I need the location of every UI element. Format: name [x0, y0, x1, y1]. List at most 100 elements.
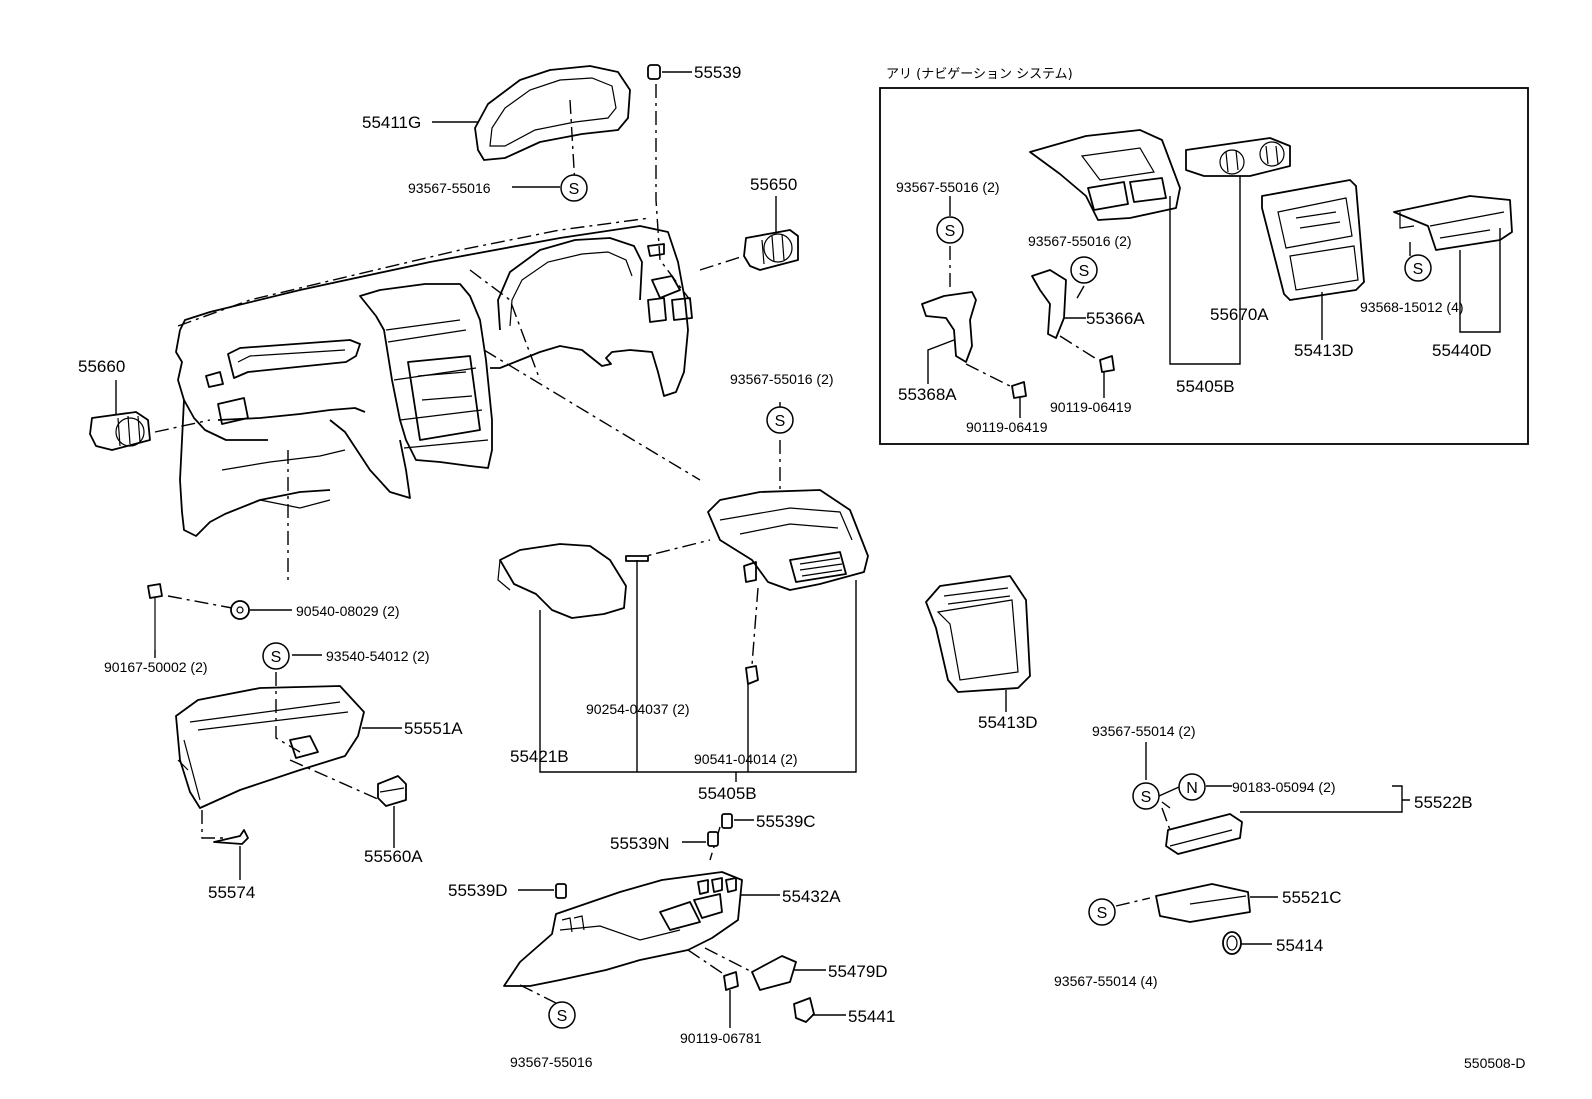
assembly-line-55521c	[1115, 897, 1151, 907]
part-label-55405b: 55405B	[698, 784, 757, 803]
assembly-lines-main	[154, 84, 781, 1006]
svg-text:S: S	[271, 649, 282, 666]
part-label-93567-55014-2: 93567-55014 (2)	[1092, 723, 1196, 739]
bolt-55574	[213, 829, 249, 845]
svg-text:S: S	[569, 181, 580, 198]
part-label-55551a: 55551A	[404, 719, 463, 738]
leader-line-sn	[1158, 786, 1180, 809]
inset-title: アリ (ナビゲーション システム)	[886, 67, 1073, 82]
nav-label: 55670A	[1210, 305, 1269, 324]
cap-55539C	[721, 813, 733, 829]
navigation-inset: アリ (ナビゲーション システム)	[879, 67, 1529, 445]
nav-label: 90119-06419	[1050, 399, 1132, 415]
inset-frame	[879, 87, 1529, 445]
part-label-55411g: 55411G	[362, 113, 421, 132]
part-label-55660: 55660	[78, 357, 125, 376]
screw-symbol-icon: S	[1132, 782, 1160, 810]
part-label-55522b: 55522B	[1414, 793, 1473, 812]
clip-55441	[793, 997, 815, 1023]
part-label-55539c: 55539C	[756, 812, 816, 831]
part-label-90541: 90541-04014 (2)	[694, 751, 798, 767]
part-label-55539d: 55539D	[448, 881, 508, 900]
nav-panel-drawing	[1261, 179, 1365, 301]
part-label-55421b: 55421B	[510, 747, 569, 766]
nav-vents-drawing	[1185, 137, 1291, 177]
nav-bezel-drawing	[1029, 129, 1181, 221]
nav-label: 55413D	[1294, 341, 1354, 360]
lid-55421B	[497, 543, 627, 619]
clip-90540	[230, 600, 250, 620]
bolt-90167	[147, 583, 163, 650]
screw-symbol-icon: S	[262, 642, 290, 670]
part-label-55539n: 55539N	[610, 834, 670, 853]
nav-unit-drawing	[1393, 195, 1513, 251]
glove-box-55551A	[175, 685, 365, 809]
ring-55414	[1222, 931, 1242, 955]
nav-label: 93567-55016 (2)	[1028, 233, 1132, 249]
screw-symbol-icon: S	[1070, 256, 1098, 284]
nav-label: 55366A	[1086, 309, 1145, 328]
instrument-panel-drawing	[175, 225, 693, 537]
nav-label: 93567-55016 (2)	[896, 179, 1000, 195]
cover-55479D	[751, 955, 797, 991]
svg-text:S: S	[1413, 261, 1424, 278]
vent-55660	[89, 411, 151, 451]
nav-label: 93568-15012 (4)	[1360, 299, 1464, 315]
center-cluster-55405B	[707, 489, 869, 591]
screw-symbol-icon: S	[936, 216, 964, 244]
screw-symbol-icon: S	[1404, 254, 1432, 282]
svg-text:S: S	[945, 223, 956, 240]
nav-bracket-55368a-drawing	[921, 291, 977, 363]
screw-symbols: S S S S S N S S S S	[262, 174, 1432, 1029]
part-label-55413d: 55413D	[978, 713, 1038, 732]
nav-bracket-55366a-drawing	[1031, 269, 1067, 339]
part-label-90540: 90540-08029 (2)	[296, 603, 400, 619]
svg-text:S: S	[1141, 789, 1152, 806]
nav-label: 55368A	[898, 385, 957, 404]
nav-label: 90119-06419	[966, 419, 1048, 435]
part-label-90119-06781: 90119-06781	[680, 1030, 762, 1046]
screw-symbol-icon: S	[1088, 898, 1116, 926]
nav-screw-drawing	[1011, 355, 1115, 399]
vent-55650	[743, 229, 799, 271]
part-label-55441: 55441	[848, 1007, 895, 1026]
cap-55539N	[707, 831, 719, 847]
part-label-55414: 55414	[1276, 936, 1323, 955]
leader-lines	[115, 71, 1410, 1028]
part-label-93567-55016-b: 93567-55016	[510, 1054, 593, 1070]
part-label-55560a: 55560A	[364, 847, 423, 866]
diagram-id: 550508-D	[1464, 1055, 1526, 1071]
screw-90119-06781	[723, 971, 739, 991]
nav-label: 55440D	[1432, 341, 1492, 360]
screw-90541	[745, 665, 759, 685]
part-label-93567-55014-4: 93567-55014 (4)	[1054, 973, 1158, 989]
screw-symbol-icon: S	[560, 174, 588, 202]
part-label-55539: 55539	[694, 63, 741, 82]
nut-symbol-icon: N	[1178, 773, 1206, 801]
part-label-55521c: 55521C	[1282, 888, 1342, 907]
part-label-90254: 90254-04037 (2)	[586, 701, 690, 717]
cap-55539D	[555, 883, 567, 899]
nav-label: 55405B	[1176, 377, 1235, 396]
part-label-55432a: 55432A	[782, 887, 841, 906]
svg-text:N: N	[1186, 780, 1198, 797]
svg-text:S: S	[1097, 905, 1108, 922]
part-label-93540: 93540-54012 (2)	[326, 648, 430, 664]
pocket-55522B	[1165, 813, 1243, 855]
part-label-55574: 55574	[208, 883, 255, 902]
cap-55539	[647, 64, 661, 80]
meter-hood-55411G	[474, 65, 631, 161]
svg-text:S: S	[1079, 263, 1090, 280]
part-label-93567-55016: 93567-55016	[408, 180, 491, 196]
bezel-55413D-main	[925, 575, 1031, 693]
assembly-line-55522b	[1161, 807, 1171, 831]
part-label-55650: 55650	[750, 175, 797, 194]
part-label-90167: 90167-50002 (2)	[104, 659, 208, 675]
screw-symbol-icon: S	[766, 406, 794, 434]
part-labels: 55411G 55539 93567-55016 55650 55660 905…	[78, 63, 1526, 1071]
screw-symbol-icon: S	[548, 1001, 576, 1029]
part-label-93567-55016-2: 93567-55016 (2)	[730, 371, 834, 387]
lower-panel-55432A	[503, 871, 743, 987]
svg-text:S: S	[557, 1008, 568, 1025]
